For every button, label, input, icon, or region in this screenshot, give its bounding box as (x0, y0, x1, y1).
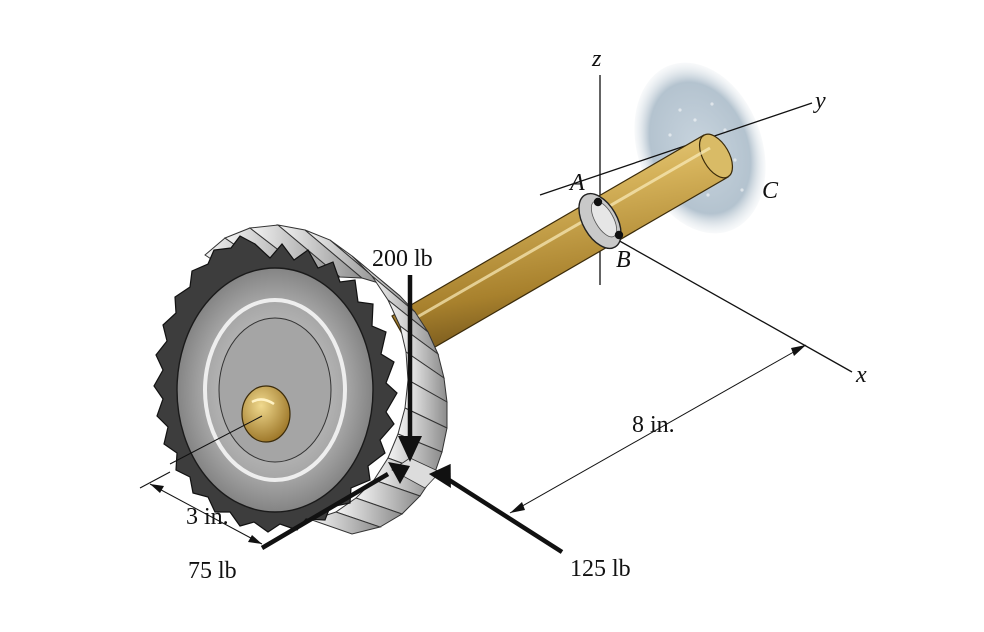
axis-label-y: y (813, 88, 826, 114)
gear-hub (241, 385, 291, 443)
dimension-8in (509, 344, 807, 514)
point-b-marker (614, 230, 624, 240)
force-label-75lb: 75 lb (188, 558, 237, 584)
bevel-gear (153, 224, 448, 535)
dimension-label-8in: 8 in. (632, 412, 675, 438)
point-label-b: B (616, 247, 631, 273)
force-arrow-200lb (398, 275, 422, 462)
bearing-collar (578, 192, 624, 250)
dimension-3in (139, 471, 263, 545)
force-label-125lb: 125 lb (570, 556, 631, 582)
point-label-a: A (568, 170, 585, 196)
axis-label-z: z (591, 46, 602, 72)
force-label-200lb: 200 lb (372, 246, 433, 272)
axis-label-x: x (855, 362, 867, 388)
force-arrow-75lb (260, 462, 410, 550)
x-axis-line (599, 229, 853, 373)
point-a-marker (593, 197, 603, 207)
shaft (391, 133, 734, 359)
force-arrow-125lb (428, 463, 564, 554)
point-label-c: C (762, 178, 779, 204)
dimension-label-3in: 3 in. (186, 504, 229, 530)
y-axis-line (539, 102, 813, 196)
